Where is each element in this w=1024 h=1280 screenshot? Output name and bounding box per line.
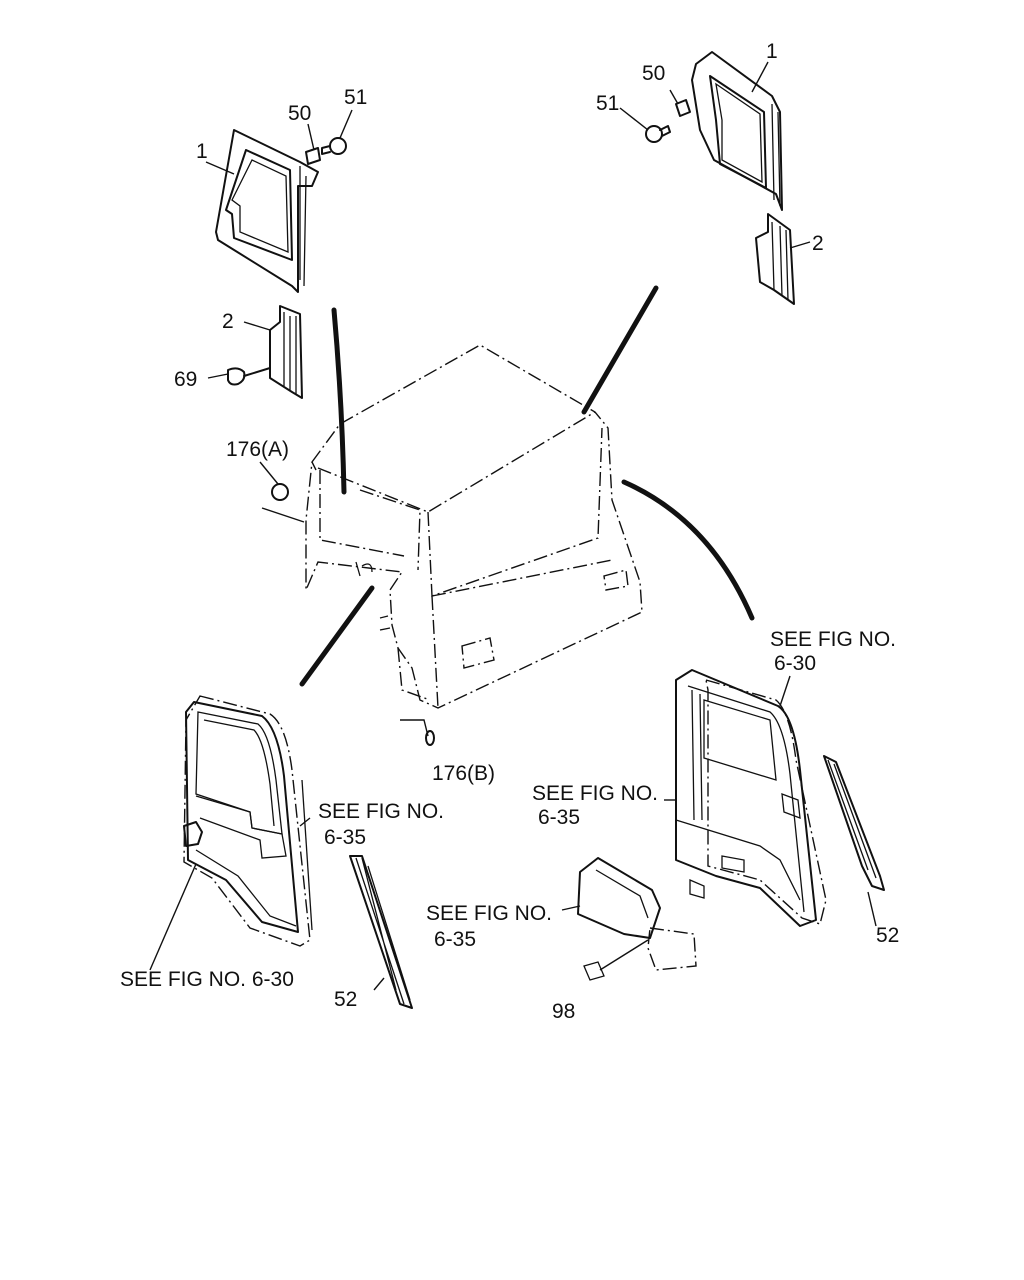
- ref-right-door-mid-line2: 6-35: [538, 806, 580, 829]
- ref-right-door-top-line2: 6-30: [774, 652, 816, 675]
- callout-51-right: 51: [596, 92, 619, 115]
- callout-176b: 176(B): [432, 762, 495, 785]
- assembly-guide-lines: [299, 285, 755, 687]
- callout-1-right: 1: [766, 40, 778, 63]
- callout-2-right: 2: [812, 232, 824, 255]
- callout-98: 98: [552, 1000, 575, 1023]
- left-door: [183, 695, 313, 947]
- right-door-weatherstrip: [823, 755, 885, 891]
- right-pillar-trim: [755, 213, 795, 305]
- callout-52-right: 52: [876, 924, 899, 947]
- right-door: [675, 669, 827, 927]
- left-quarter-trim-panel: [215, 129, 319, 293]
- right-fasteners: [645, 99, 691, 143]
- ref-right-panel-line1: SEE FIG NO.: [426, 902, 552, 925]
- ref-right-panel-line2: 6-35: [434, 928, 476, 951]
- callout-2-left: 2: [222, 310, 234, 333]
- callout-1-left: 1: [196, 140, 208, 163]
- ref-left-door-top-line1: SEE FIG NO.: [318, 800, 444, 823]
- callout-69: 69: [174, 368, 197, 391]
- ref-right-door-mid-line1: SEE FIG NO.: [532, 782, 658, 805]
- callout-50-left: 50: [288, 102, 311, 125]
- leader-lines: [149, 61, 877, 991]
- callout-51-left: 51: [344, 86, 367, 109]
- callout-labels: 50 51 1 2 69 176(A) 50 51 1 2 176(B) 52 …: [174, 40, 899, 1023]
- left-door-weatherstrip: [349, 855, 413, 1009]
- left-pillar-trim: [269, 305, 303, 399]
- ref-left-door-top-line2: 6-35: [324, 826, 366, 849]
- door-trim-panel: [577, 857, 697, 981]
- ref-left-door-bottom: SEE FIG NO. 6-30: [120, 968, 294, 991]
- callout-176a: 176(A): [226, 438, 289, 461]
- right-quarter-trim-panel: [691, 51, 783, 211]
- clip-176b: [425, 730, 435, 746]
- reference-labels: SEE FIG NO. 6-35 SEE FIG NO. 6-30 SEE FI…: [120, 628, 896, 991]
- callout-52-left: 52: [334, 988, 357, 1011]
- cab-body: [305, 344, 643, 709]
- callout-50-right: 50: [642, 62, 665, 85]
- ref-right-door-top-line1: SEE FIG NO.: [770, 628, 896, 651]
